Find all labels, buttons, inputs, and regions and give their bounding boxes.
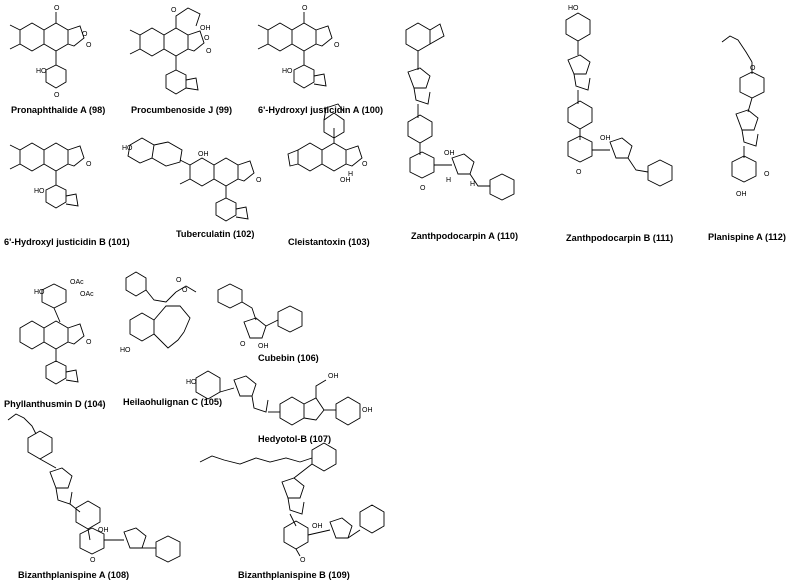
svg-text:HO: HO	[36, 68, 47, 75]
structure-107: HO OH OH	[186, 370, 373, 426]
svg-text:OH: OH	[198, 151, 209, 158]
structure-105: HO O O	[120, 271, 197, 354]
svg-text:O: O	[182, 287, 188, 294]
caption-101: 6'-Hydroxyl justicidin B (101)	[4, 237, 130, 247]
caption-98: Pronaphthalide A (98)	[11, 105, 105, 115]
svg-text:O: O	[90, 557, 96, 564]
svg-text:H: H	[446, 177, 451, 184]
svg-text:O: O	[204, 35, 210, 42]
svg-text:OH: OH	[600, 135, 611, 142]
svg-text:HO: HO	[186, 379, 197, 386]
svg-text:O: O	[206, 48, 212, 55]
svg-text:O: O	[240, 341, 246, 348]
svg-text:HO: HO	[122, 145, 133, 152]
structure-110: OH O H H	[405, 22, 515, 201]
svg-text:HO: HO	[34, 289, 45, 296]
caption-111: Zanthpodocarpin B (111)	[566, 233, 673, 243]
structure-101: O HO	[9, 142, 92, 209]
structure-99: OH O O O	[129, 7, 212, 95]
svg-text:O: O	[171, 7, 177, 14]
caption-108: Bizanthplanispine A (108)	[18, 570, 129, 580]
caption-99: Procumbenoside J (99)	[131, 105, 232, 115]
structure-112: O OH O	[721, 35, 770, 198]
svg-text:H: H	[348, 171, 353, 178]
svg-text:H: H	[470, 181, 475, 188]
svg-text:O: O	[54, 5, 60, 12]
svg-text:O: O	[764, 171, 770, 178]
svg-text:OH: OH	[328, 373, 339, 380]
caption-109: Bizanthplanispine B (109)	[238, 570, 350, 580]
structure-98: O O O HO O	[9, 5, 92, 99]
caption-112: Planispine A (112)	[708, 232, 786, 242]
caption-102: Tuberculatin (102)	[176, 229, 254, 239]
caption-110: Zanthpodocarpin A (110)	[411, 231, 518, 241]
caption-100: 6'-Hydroxyl justicidin A (100)	[258, 105, 383, 115]
svg-text:OH: OH	[258, 343, 269, 350]
structure-102: HO OH O	[122, 137, 262, 222]
svg-text:O: O	[300, 557, 306, 564]
caption-103: Cleistantoxin (103)	[288, 237, 370, 247]
svg-text:O: O	[86, 42, 92, 49]
structure-109: OH O	[199, 442, 385, 564]
svg-text:OH: OH	[736, 191, 747, 198]
structure-108: OH O	[7, 413, 181, 564]
svg-text:HO: HO	[34, 188, 45, 195]
svg-text:O: O	[362, 161, 368, 168]
svg-text:OH: OH	[312, 523, 323, 530]
svg-text:OH: OH	[444, 150, 455, 157]
svg-text:O: O	[420, 185, 426, 192]
structure-104: HO OAc OAc O	[19, 279, 94, 385]
structure-103: O OH H	[287, 103, 368, 184]
caption-107: Hedyotol-B (107)	[258, 434, 331, 444]
svg-text:HO: HO	[568, 5, 579, 12]
svg-text:O: O	[86, 339, 92, 346]
svg-text:HO: HO	[282, 68, 293, 75]
svg-text:OH: OH	[200, 25, 211, 32]
caption-106: Cubebin (106)	[258, 353, 319, 363]
svg-text:OH: OH	[340, 177, 351, 184]
svg-text:O: O	[256, 177, 262, 184]
svg-text:O: O	[750, 65, 756, 72]
svg-text:O: O	[302, 5, 308, 12]
structure-100: O O HO	[257, 5, 340, 89]
svg-text:OH: OH	[362, 407, 373, 414]
svg-text:OAc: OAc	[80, 291, 94, 298]
caption-104: Phyllanthusmin D (104)	[4, 399, 106, 409]
svg-text:O: O	[576, 169, 582, 176]
svg-text:HO: HO	[120, 347, 131, 354]
structure-106: OH O	[217, 283, 303, 350]
structure-111: HO OH O	[565, 5, 673, 187]
svg-text:O: O	[176, 277, 182, 284]
svg-text:O: O	[334, 42, 340, 49]
caption-105: Heilaohulignan C (105)	[123, 397, 222, 407]
svg-text:OH: OH	[98, 527, 109, 534]
svg-text:O: O	[82, 31, 88, 38]
svg-text:OAc: OAc	[70, 279, 84, 286]
svg-text:O: O	[54, 92, 60, 99]
svg-text:O: O	[86, 161, 92, 168]
